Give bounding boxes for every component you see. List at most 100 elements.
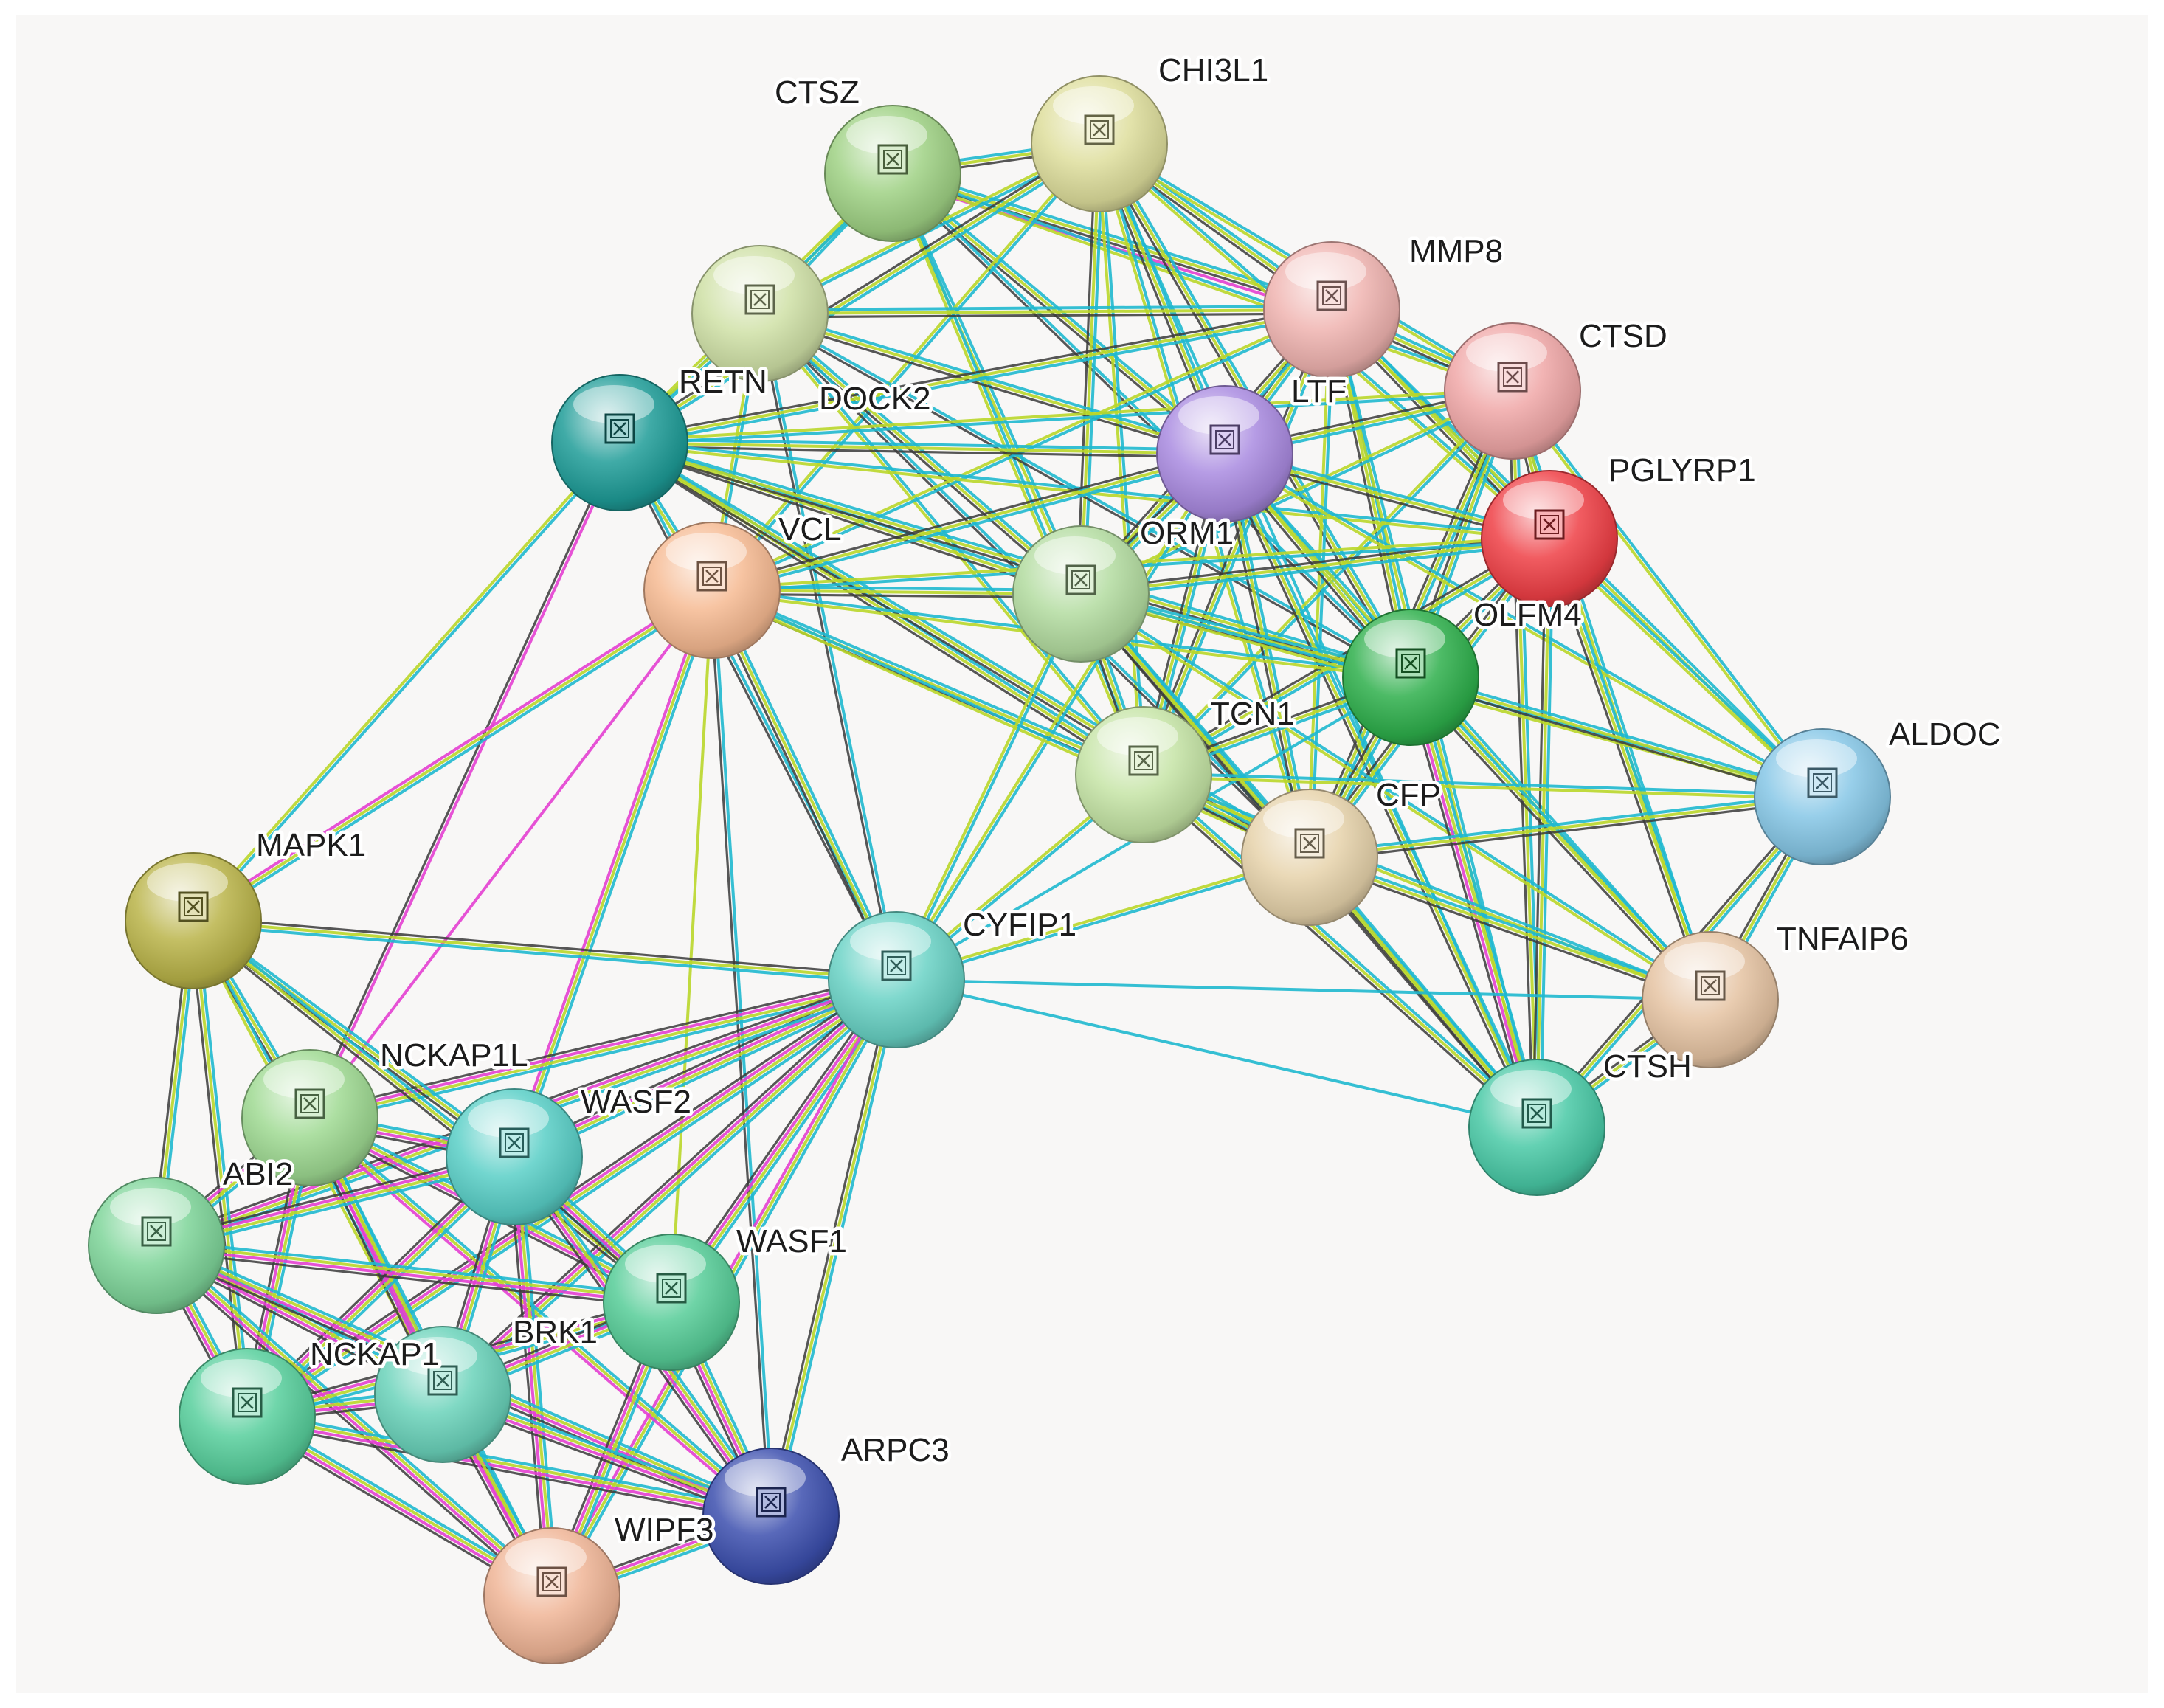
node-WIPF3[interactable]: [483, 1527, 620, 1664]
structure-placeholder-icon: [427, 1365, 458, 1396]
node-label-NCKAP1L: NCKAP1L: [380, 1037, 528, 1073]
structure-placeholder-icon: [536, 1566, 567, 1597]
edge-line-magenta: [308, 589, 713, 1119]
node-BRK1[interactable]: [374, 1326, 511, 1463]
node-label-CYFIP1: CYFIP1: [963, 907, 1076, 943]
node-WASF1[interactable]: [603, 1234, 740, 1371]
node-VCL[interactable]: [643, 522, 781, 659]
node-RETN[interactable]: [551, 374, 688, 511]
edge-WASF2-WIPF3: [507, 1156, 559, 1597]
node-DOCK2[interactable]: [691, 245, 829, 382]
structure-placeholder-icon: [232, 1387, 263, 1418]
edge-line-cyan: [518, 1156, 559, 1596]
node-LTF[interactable]: [1156, 385, 1293, 522]
edge-line-magenta: [156, 1245, 671, 1306]
node-label-VCL: VCL: [778, 511, 842, 547]
edge-line-cyan: [896, 978, 1711, 1001]
node-label-MMP8: MMP8: [1409, 233, 1503, 269]
edge-line-cyan: [1225, 451, 1825, 797]
node-NCKAP1[interactable]: [179, 1348, 316, 1485]
edge-line-cyan: [759, 305, 1332, 312]
edge-line-magenta: [310, 443, 623, 1119]
edge-line-black: [1544, 539, 1708, 1002]
edge-line-black: [1310, 799, 1823, 862]
structure-placeholder-icon: [1534, 509, 1565, 540]
node-ALDOC[interactable]: [1754, 728, 1891, 865]
structure-placeholder-icon: [881, 950, 912, 981]
edge-line-lime: [156, 1242, 554, 1596]
node-CFP[interactable]: [1241, 789, 1378, 926]
structure-placeholder-icon: [1065, 564, 1096, 595]
edge-line-magenta: [440, 977, 896, 1394]
edge-line-cyan: [896, 857, 1311, 983]
edge-RETN-MAPK1: [190, 440, 623, 923]
node-PGLYRP1[interactable]: [1481, 470, 1618, 607]
edge-OLFM4-ALDOC: [1409, 672, 1824, 802]
edge-VCL-MAPK1: [190, 586, 715, 925]
structure-placeholder-icon: [1807, 767, 1838, 798]
structure-placeholder-icon: [1084, 114, 1115, 145]
edge-line-black: [156, 1249, 671, 1310]
edge-line-black: [758, 316, 1225, 459]
edge-line-black: [756, 314, 896, 981]
edge-line-cyan: [620, 438, 1226, 452]
node-CYFIP1[interactable]: [828, 911, 965, 1048]
node-WASF2[interactable]: [446, 1088, 583, 1225]
edge-line-lime: [1079, 594, 1710, 1003]
edge-line-lime: [618, 142, 1101, 444]
edge-line-black: [1141, 534, 1549, 773]
edge-line-lime: [1548, 538, 1712, 1000]
node-CTSZ[interactable]: [824, 105, 961, 242]
edge-line-cyan: [1411, 672, 1824, 795]
node-OLFM4[interactable]: [1342, 609, 1479, 746]
node-ARPC3[interactable]: [702, 1448, 840, 1585]
node-label-RETN: RETN: [679, 364, 767, 400]
node-CTSH[interactable]: [1468, 1059, 1605, 1196]
node-CHI3L1[interactable]: [1031, 75, 1168, 212]
node-ABI2[interactable]: [88, 1177, 225, 1314]
node-NCKAP1L[interactable]: [241, 1049, 378, 1186]
node-ORM1[interactable]: [1012, 525, 1150, 663]
edge-line-cyan: [1082, 144, 1105, 595]
edge-line-cyan: [248, 1409, 772, 1512]
edge-line-black: [438, 975, 894, 1391]
edge-CYFIP1-TNFAIP6: [896, 978, 1711, 1001]
edge-line-magenta: [246, 1417, 771, 1520]
edge-line-black: [766, 978, 894, 1516]
node-label-TNFAIP6: TNFAIP6: [1777, 921, 1909, 957]
edge-CYFIP1-MAPK1: [193, 916, 897, 985]
edge-line-black: [193, 916, 897, 978]
edge-line-lime: [1079, 143, 1101, 595]
edge-line-black: [1307, 860, 1710, 1005]
node-MMP8[interactable]: [1263, 241, 1400, 378]
edge-ORM1-TNFAIP6: [1079, 591, 1712, 1003]
node-MAPK1[interactable]: [125, 852, 262, 989]
edge-line-black: [711, 449, 1225, 588]
node-CTSD[interactable]: [1444, 322, 1581, 460]
edge-line-cyan: [159, 1239, 557, 1593]
structure-placeholder-icon: [1209, 424, 1240, 455]
node-label-CTSD: CTSD: [1579, 318, 1667, 354]
node-TNFAIP6[interactable]: [1642, 931, 1779, 1068]
edge-line-cyan: [195, 920, 252, 1417]
edge-line-cyan: [193, 922, 896, 985]
edge-line-cyan: [1081, 540, 1550, 599]
structure-placeholder-icon: [1128, 745, 1159, 776]
edge-line-lime: [1309, 795, 1823, 859]
node-label-TCN1: TCN1: [1210, 696, 1295, 732]
edge-line-lime: [514, 980, 898, 1161]
edge-line-lime: [1143, 775, 1822, 801]
node-label-ALDOC: ALDOC: [1889, 716, 2001, 753]
edge-line-black: [246, 1420, 770, 1523]
node-label-CTSZ: CTSZ: [775, 75, 860, 111]
edge-line-cyan: [1551, 536, 1715, 1000]
structure-placeholder-icon: [1316, 280, 1347, 311]
edge-line-cyan: [620, 438, 1412, 676]
structure-placeholder-icon: [1521, 1098, 1552, 1129]
node-TCN1[interactable]: [1075, 706, 1212, 843]
edge-line-black: [708, 591, 894, 982]
edge-line-black: [618, 305, 1332, 440]
edge-MMP8-RETN: [618, 305, 1333, 448]
edge-line-lime: [190, 440, 620, 921]
